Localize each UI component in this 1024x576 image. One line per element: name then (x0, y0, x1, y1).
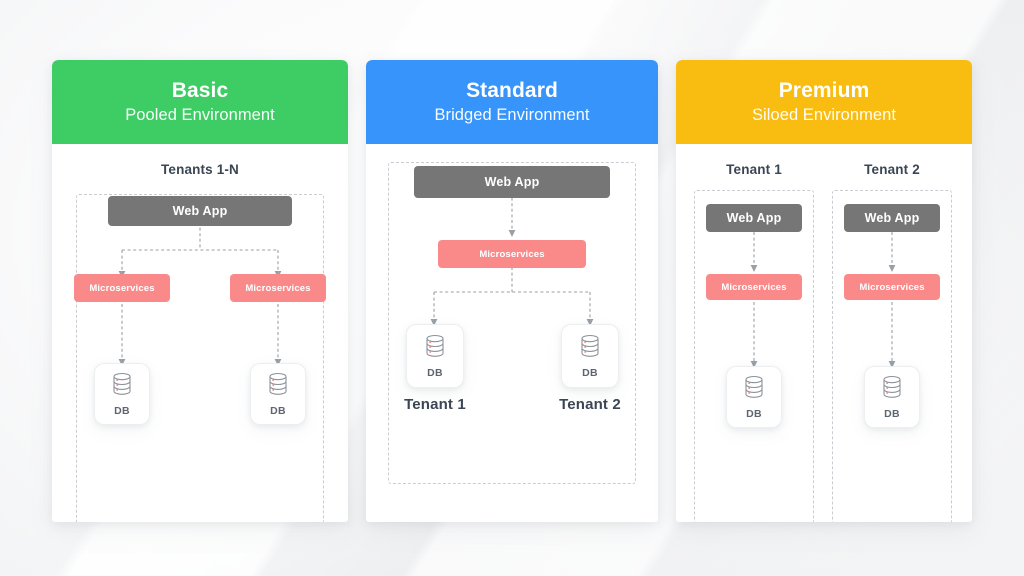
node-database-2[interactable]: DB (561, 324, 619, 388)
node-microservices-tenant-1[interactable]: Microservices (706, 274, 802, 300)
siloed-environment-boundary-1 (694, 190, 814, 522)
card-header-standard: Standard Bridged Environment (366, 60, 658, 144)
database-label: DB (884, 407, 900, 420)
card-body-standard: Web App Microservices DB (366, 144, 658, 522)
pooled-environment-boundary (76, 194, 324, 522)
node-microservices-2[interactable]: Microservices (230, 274, 326, 302)
card-header-premium: Premium Siloed Environment (676, 60, 972, 144)
group-label-tenants: Tenants 1-N (161, 162, 239, 177)
database-label: DB (427, 366, 443, 379)
node-microservices-tenant-2[interactable]: Microservices (844, 274, 940, 300)
node-database-1[interactable]: DB (406, 324, 464, 388)
siloed-environment-boundary-2 (832, 190, 952, 522)
database-label: DB (746, 407, 762, 420)
node-database-2[interactable]: DB (250, 363, 306, 425)
node-database-tenant-1[interactable]: DB (726, 366, 782, 428)
tenant-label-2: Tenant 2 (559, 396, 621, 413)
plan-card-premium[interactable]: Premium Siloed Environment Tenant 1 Tena… (676, 60, 972, 522)
node-microservices-1[interactable]: Microservices (438, 240, 586, 268)
plan-title: Premium (778, 78, 870, 102)
node-database-tenant-2[interactable]: DB (864, 366, 920, 428)
database-icon (881, 375, 903, 404)
node-web-app[interactable]: Web App (108, 196, 292, 226)
node-microservices-1[interactable]: Microservices (74, 274, 170, 302)
bridged-environment-boundary (388, 162, 636, 484)
node-web-app-tenant-1[interactable]: Web App (706, 204, 802, 232)
database-icon (111, 372, 133, 401)
card-body-premium: Tenant 1 Tenant 2 Web App Microservices (676, 144, 972, 522)
database-label: DB (582, 366, 598, 379)
database-icon (743, 375, 765, 404)
tenant-label-1: Tenant 1 (726, 162, 782, 177)
database-icon (267, 372, 289, 401)
plan-title: Standard (466, 78, 558, 102)
plan-card-basic[interactable]: Basic Pooled Environment Tenants 1-N (52, 60, 348, 522)
database-icon (579, 334, 601, 363)
node-web-app-tenant-2[interactable]: Web App (844, 204, 940, 232)
database-label: DB (114, 404, 130, 417)
plan-subtitle: Pooled Environment (125, 106, 275, 125)
database-icon (424, 334, 446, 363)
plan-card-standard[interactable]: Standard Bridged Environment Web App Mic… (366, 60, 658, 522)
plan-subtitle: Bridged Environment (434, 106, 590, 125)
plan-subtitle: Siloed Environment (752, 106, 896, 125)
database-label: DB (270, 404, 286, 417)
card-body-basic: Tenants 1-N Web App Microservices Micros… (52, 144, 348, 522)
plan-title: Basic (171, 78, 229, 102)
tenant-label-2: Tenant 2 (864, 162, 920, 177)
tenant-label-1: Tenant 1 (404, 396, 466, 413)
card-header-basic: Basic Pooled Environment (52, 60, 348, 144)
node-web-app[interactable]: Web App (414, 166, 610, 198)
node-database-1[interactable]: DB (94, 363, 150, 425)
